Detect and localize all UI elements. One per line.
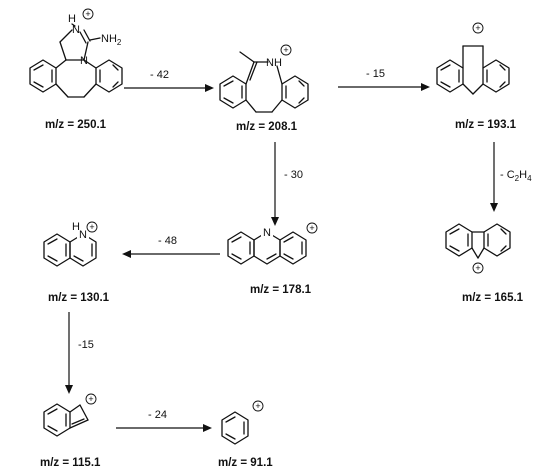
mz-label-208: m/z = 208.1 [236,121,298,133]
charge-91 [252,400,264,412]
nitrogen-label-130: N [79,229,87,241]
mz-label-250: m/z = 250.1 [45,119,107,131]
mz-label-165: m/z = 165.1 [462,292,524,304]
structure-115: + [43,393,97,437]
loss-label-24: - 24 [148,409,167,421]
mz-label-115: m/z = 115.1 [40,457,101,469]
svg-text:+: + [475,23,480,33]
loss-label-15-left: -15 [78,339,94,351]
structure-91: + [221,400,264,445]
loss-label-42: - 42 [150,69,169,81]
mz-label-178: m/z = 178.1 [250,284,312,296]
charge-130 [86,221,98,233]
mz-label-91: m/z = 91.1 [218,457,273,469]
nh-label-208: NH [266,57,282,69]
svg-text:+: + [85,9,90,19]
svg-text:+: + [475,263,480,273]
nitrogen-label-250-top: N [72,24,80,36]
svg-text:+: + [283,45,288,55]
structure-165: + [445,223,511,274]
loss-label-30: - 30 [284,169,303,181]
loss-label-48: - 48 [158,235,177,247]
svg-text:+: + [255,401,260,411]
loss-label-c2h4: - C2H4 [500,169,532,183]
arrow-115-to-91 [116,424,212,432]
nitrogen-label-250-ring: N [80,55,88,67]
charge-250 [82,8,94,20]
svg-text:+: + [89,222,94,232]
nitrogen-label-178: N [263,227,271,239]
arrow-208-to-178 [271,142,279,226]
mz-label-193: m/z = 193.1 [455,119,517,131]
structure-250: N H + NH2 N [29,8,123,98]
svg-text:+: + [88,394,93,404]
charge-165 [472,262,484,274]
ring-178-right [279,231,307,265]
ring-91 [221,411,249,445]
arrow-193-to-165 [490,142,498,212]
mz-label-130: m/z = 130.1 [48,292,110,304]
structure-178: N + [227,222,318,265]
loss-label-15-top: - 15 [366,68,385,80]
arrow-208-to-193 [338,83,430,91]
structure-208: NH + [219,44,309,113]
structure-193: + [436,22,510,95]
svg-text:+: + [309,223,314,233]
charge-208 [280,44,292,56]
charge-193 [472,22,484,34]
arrow-178-to-130 [122,250,220,258]
charge-115 [85,393,97,405]
structure-130: N H + [43,221,98,267]
charge-178 [306,222,318,234]
amine-label-250: NH2 [101,33,122,47]
hydrogen-label-250: H [68,13,76,25]
hydrogen-label-130: H [72,221,80,233]
arrow-130-to-115 [65,312,73,394]
arrow-250-to-208 [124,84,214,92]
